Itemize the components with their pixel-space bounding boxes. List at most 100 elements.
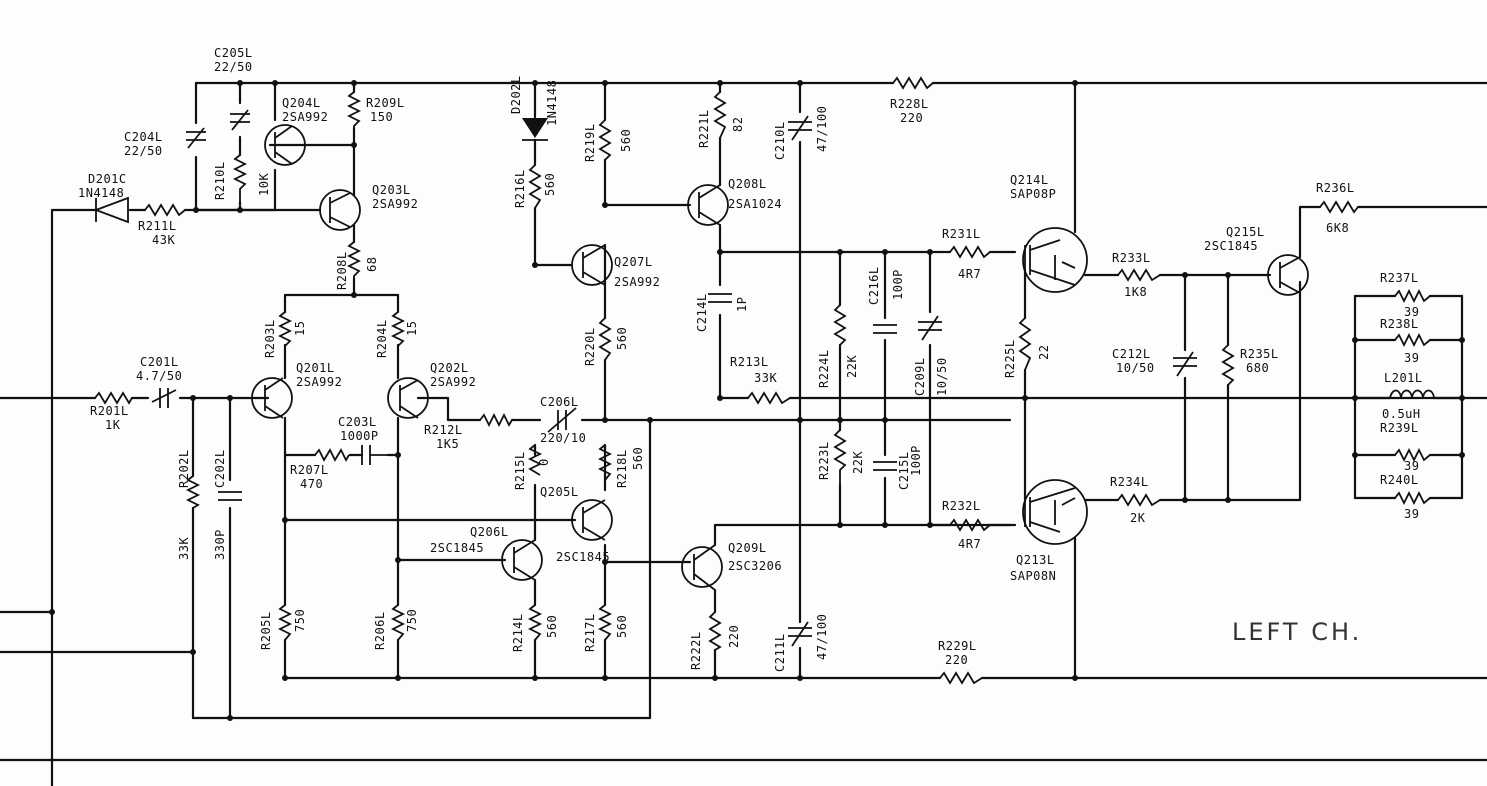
label-value: 1000P (340, 429, 379, 443)
label-value: 2SA992 (614, 275, 660, 289)
r203l-resistor (277, 311, 293, 349)
label-value: 0.5uH (1382, 407, 1421, 421)
c209l-capacitor (918, 315, 942, 341)
label-value: 82 (731, 117, 745, 132)
label-value: 47/100 (815, 614, 829, 660)
label-value: 39 (1404, 351, 1419, 365)
label-ref: R224L (817, 349, 831, 388)
r219l-resistor (598, 119, 612, 161)
label-ref: Q207L (614, 255, 653, 269)
label-ref: C203L (338, 415, 377, 429)
label-ref: C214L (695, 293, 709, 332)
diodes (93, 118, 548, 224)
label-ref: R210L (213, 161, 227, 200)
label-ref: Q213L (1016, 553, 1055, 567)
r212l-resistor (479, 412, 513, 428)
r216l-resistor (528, 164, 542, 209)
label-ref: R233L (1112, 251, 1151, 265)
label-value: 1K5 (436, 437, 459, 451)
q202l-transistor (387, 377, 429, 419)
label-value: 22/50 (124, 144, 163, 158)
transistors (251, 124, 1309, 591)
r204l-resistor (390, 311, 406, 349)
q208l-transistor (687, 184, 729, 226)
label-value: 33K (177, 537, 191, 560)
label-value: 22K (851, 451, 865, 474)
label-ref: C215L (897, 451, 911, 490)
r239l-resistor (1394, 447, 1431, 463)
label-value: 220/10 (540, 431, 586, 445)
label-ref: C211L (773, 633, 787, 672)
c201l-capacitor (151, 388, 177, 408)
r209l-resistor (346, 91, 362, 128)
label-ref: C216L (867, 266, 881, 305)
label-value: 10/50 (935, 357, 949, 396)
label-value: 39 (1404, 305, 1419, 319)
label-value: 150 (370, 110, 393, 124)
label-value: 560 (615, 327, 629, 350)
label-ref: Q204L (282, 96, 321, 110)
label-ref: Q208L (728, 177, 767, 191)
label-ref: Q209L (728, 541, 767, 555)
r213l-resistor (747, 391, 791, 405)
q209l-transistor (681, 544, 723, 591)
label-value: 2SA992 (282, 110, 328, 124)
label-ref: R201L (90, 404, 129, 418)
label-ref: C210L (773, 121, 787, 160)
r220l-resistor (598, 317, 612, 361)
r229l-resistor (939, 671, 983, 685)
label-ref: C202L (213, 449, 227, 488)
label-value: 22K (845, 355, 859, 378)
label-ref: R212L (424, 423, 463, 437)
label-ref: R232L (942, 499, 981, 513)
label-value: 22 (1037, 345, 1051, 360)
inductor-l201l (1389, 389, 1435, 399)
label-ref: R223L (817, 441, 831, 480)
label-ref: R236L (1316, 181, 1355, 195)
label-value: 4R7 (958, 267, 981, 281)
label-value: 220 (900, 111, 923, 125)
label-value: 6K8 (1326, 221, 1349, 235)
c212l-capacitor (1173, 351, 1197, 377)
r214l-resistor (527, 604, 543, 641)
capacitors (151, 109, 1197, 647)
label-ref: R206L (373, 611, 387, 650)
label-value: 1P (735, 297, 749, 312)
label-ref: R216L (513, 169, 527, 208)
label-ref: R219L (583, 123, 597, 162)
d202l-diode (522, 118, 548, 138)
q205l-transistor (571, 499, 613, 541)
label-value: 2K (1130, 511, 1146, 525)
r235l-resistor (1221, 344, 1235, 386)
c216l-capacitor (873, 324, 897, 334)
c215l-capacitor (873, 461, 897, 471)
label-ref: R228L (890, 97, 929, 111)
r210l-resistor (232, 154, 248, 202)
label-ref: C206L (540, 395, 579, 409)
label-ref: R221L (697, 109, 711, 148)
label-ref: R238L (1380, 317, 1419, 331)
label-value: 680 (1246, 361, 1269, 375)
label-value: 0 (537, 458, 551, 466)
label-value: SAP08P (1010, 187, 1056, 201)
label-value: 10K (257, 173, 271, 196)
r211l-resistor (144, 203, 186, 217)
r218l-resistor (597, 444, 613, 481)
label-ref: R202L (177, 449, 191, 488)
q201l-transistor (251, 377, 293, 419)
label-value: 560 (619, 129, 633, 152)
label-value: 1N4148 (78, 186, 124, 200)
label-ref: R240L (1380, 473, 1419, 487)
label-ref: R218L (615, 449, 629, 488)
label-value: 15 (405, 321, 419, 336)
label-value: 470 (300, 477, 323, 491)
label-value: 39 (1404, 507, 1419, 521)
c204l-capacitor (186, 127, 206, 149)
label-value: 100P (891, 269, 905, 300)
label-value: 2SA992 (430, 375, 476, 389)
c203l-capacitor (361, 445, 371, 465)
label-value: 15 (293, 321, 307, 336)
r238l-resistor (1394, 332, 1431, 348)
channel-title: LEFT CH. (1232, 618, 1362, 646)
r205l-resistor (277, 604, 293, 641)
